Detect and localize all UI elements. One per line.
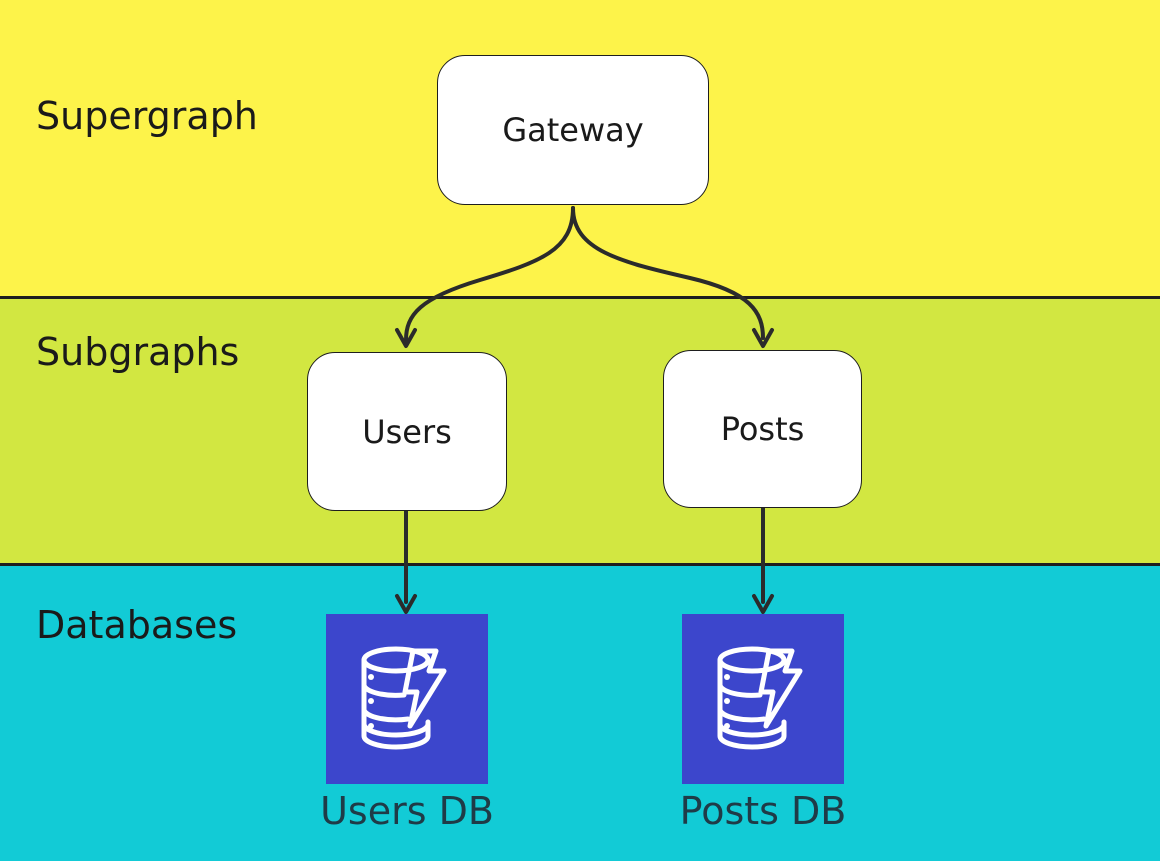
subgraphs-layer [0,297,1160,564]
dynamodb-icon [682,614,844,784]
posts-node-label: Posts [720,410,805,448]
users-node-label: Users [362,412,452,451]
dynamodb-icon [326,614,488,784]
databases-layer-label: Databases [36,603,238,647]
supergraph-layer-label: Supergraph [36,94,258,138]
databases-layer [0,564,1160,861]
gateway-node: Gateway [437,55,709,205]
posts-subgraph-node: Posts [663,350,862,508]
posts-db-label: Posts DB [679,789,847,833]
layer-divider [0,563,1160,566]
gateway-node-label: Gateway [502,111,644,149]
subgraphs-layer-label: Subgraphs [36,330,240,374]
users-subgraph-node: Users [307,352,507,511]
users-db-label: Users DB [320,789,494,833]
layer-divider [0,296,1160,299]
